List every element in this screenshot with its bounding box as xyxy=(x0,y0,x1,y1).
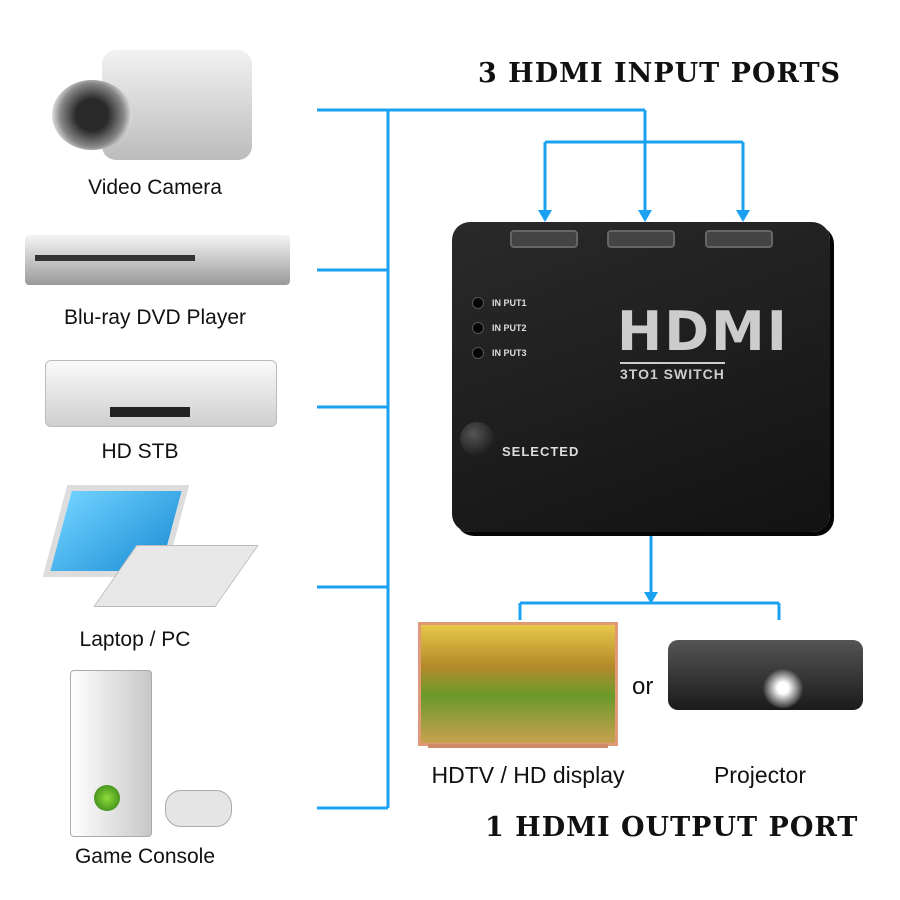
hdmi-logo: HDMI xyxy=(617,300,789,363)
led-indicator-1 xyxy=(472,297,484,309)
hdmi-switch-box: IN PUT1 IN PUT2 IN PUT3 HDMI 3TO1 SWITCH… xyxy=(452,222,830,532)
laptop-image xyxy=(42,485,259,620)
led-label-1: IN PUT1 xyxy=(492,298,527,308)
led-indicator-2 xyxy=(472,322,484,334)
hd-stb-image xyxy=(45,355,277,430)
hdmi-input-port-2 xyxy=(607,230,675,248)
hdmi-input-port-1 xyxy=(510,230,578,248)
video-camera-image xyxy=(42,40,272,170)
input-ports-title: 3 HDMI INPUT PORTS xyxy=(478,58,842,89)
source-label-hd-stb: HD STB xyxy=(101,440,179,463)
led-indicator-3 xyxy=(472,347,484,359)
led-label-2: IN PUT2 xyxy=(492,323,527,333)
source-label-bluray: Blu-ray DVD Player xyxy=(63,306,247,329)
bluray-player-image xyxy=(25,225,290,295)
projector-image xyxy=(668,630,868,725)
source-label-game-console: Game Console xyxy=(74,845,216,868)
source-label-video-camera: Video Camera xyxy=(88,176,222,199)
switch-subtitle: 3TO1 SWITCH xyxy=(620,362,725,382)
output-port-title: 1 HDMI OUTPUT PORT xyxy=(485,812,859,843)
select-button-label: SELECTED xyxy=(502,444,580,459)
hdmi-input-port-3 xyxy=(705,230,773,248)
output-label-hdtv: HDTV / HD display xyxy=(431,762,625,788)
game-console-image xyxy=(70,670,245,840)
or-label: or xyxy=(632,673,654,700)
hdtv-image xyxy=(418,622,618,754)
led-label-3: IN PUT3 xyxy=(492,348,527,358)
select-button[interactable] xyxy=(460,422,494,456)
source-label-laptop: Laptop / PC xyxy=(79,628,191,651)
output-label-projector: Projector xyxy=(713,762,807,788)
